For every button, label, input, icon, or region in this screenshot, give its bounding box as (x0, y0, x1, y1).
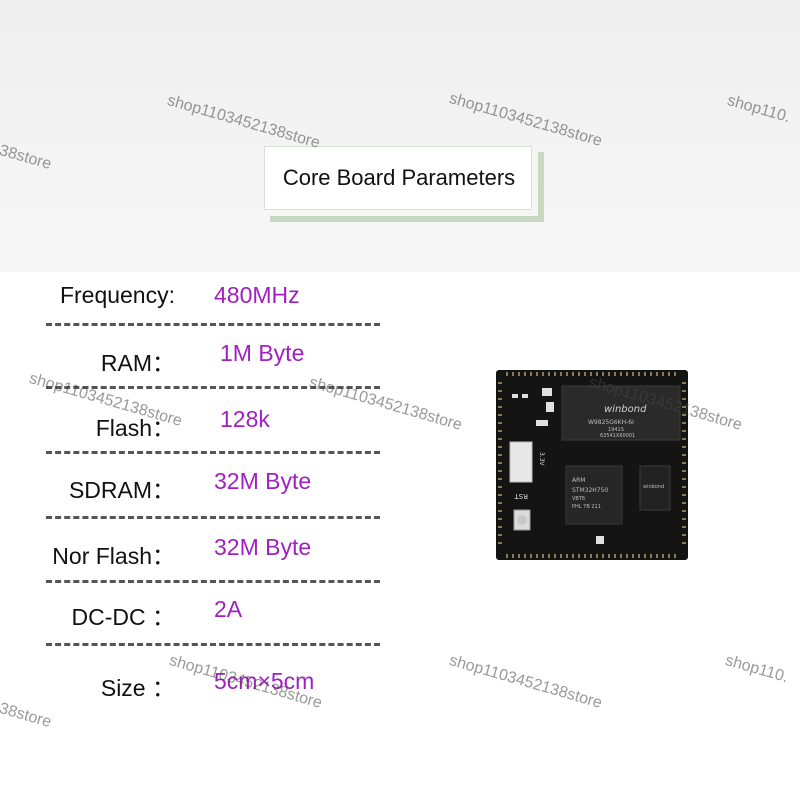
title-box-inner: Core Board Parameters (264, 146, 532, 210)
sdram-line3: 63541X60001 (600, 433, 635, 439)
spec-value-ram: 1M Byte (220, 340, 305, 366)
sdram-line2: 1941S (608, 427, 624, 433)
divider (46, 386, 380, 389)
spec-label-size: Size ： (100, 675, 175, 701)
reset-button-cap (517, 515, 527, 525)
spec-label-frequency: Frequency: (59, 282, 175, 308)
sdram-chip (561, 385, 681, 441)
spec-value-sdram: 32M Byte (214, 468, 312, 494)
watermark: 38store (0, 700, 54, 732)
sdram-code: W9825G6KH-6I (588, 419, 634, 426)
watermark: shop1103452138store (307, 374, 464, 434)
spec-label-flash: Flash： (95, 415, 175, 441)
spec-label-sdram: SDRAM： (68, 477, 175, 503)
divider (46, 451, 380, 454)
divider (46, 643, 380, 646)
flash-chip (639, 465, 671, 511)
rst-label: RST (514, 492, 528, 500)
divider (46, 516, 380, 519)
watermark: shop1103452138store (447, 652, 604, 712)
page-title: Core Board Parameters (282, 165, 516, 190)
voltage-label: 3.3V (538, 452, 545, 467)
mcu-line2: VBT6 (572, 496, 585, 502)
title-box: Core Board Parameters (264, 146, 538, 216)
divider (46, 323, 380, 326)
spec-label-dc-dc: DC-DC ： (71, 604, 176, 630)
spec-value-size: 5cm×5cm (214, 668, 315, 694)
flash-brand: winbond (643, 484, 664, 490)
spec-value-frequency: 480MHz (214, 282, 300, 308)
spec-value-nor-flash: 32M Byte (214, 534, 312, 560)
spec-label-ram: RAM： (100, 350, 175, 376)
mcu-code: STM32H750 (572, 487, 608, 494)
divider (46, 580, 380, 583)
mcu-brand: ARM (572, 477, 585, 484)
mcu-line3: PHL 7B 211 (572, 504, 601, 510)
spec-label-nor-flash: Nor Flash： (52, 543, 175, 569)
header-band (0, 0, 800, 272)
watermark: shop110. (723, 652, 791, 687)
connector (509, 441, 533, 483)
spec-value-flash: 128k (220, 406, 270, 432)
edge-pins (498, 372, 686, 558)
mcu-chip (565, 465, 623, 525)
spec-value-dc-dc: 2A (214, 596, 243, 622)
core-board-image: winbond W9825G6KH-6I 1941S 63541X60001 A… (496, 370, 688, 560)
sdram-brand: winbond (604, 404, 647, 415)
